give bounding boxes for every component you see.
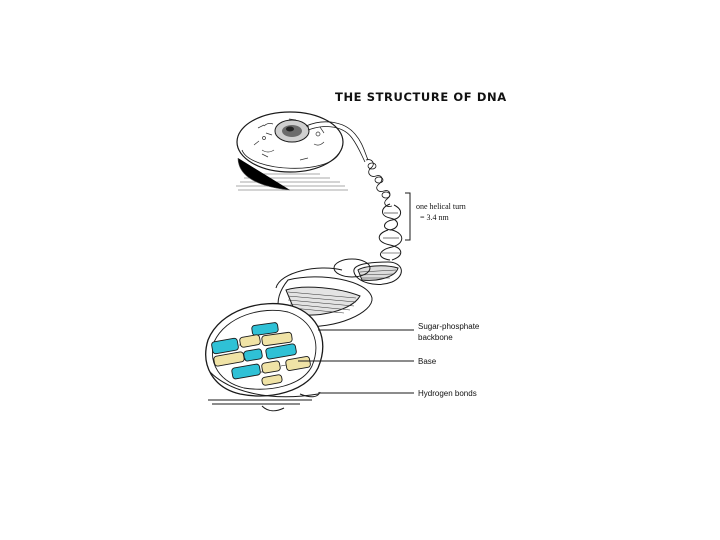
base-cream-6 (261, 374, 283, 386)
base-cream-2 (239, 334, 261, 348)
helical-turn-label-line2: = 3.4 nm (420, 213, 450, 222)
base-cyan-1 (251, 322, 279, 336)
ribbon-segment-upper (333, 258, 402, 285)
helical-turn-bracket (405, 192, 411, 241)
base-cyan-5 (231, 363, 261, 380)
dna-helix-turns (378, 203, 403, 261)
diagram-title: THE STRUCTURE OF DNA (335, 90, 507, 104)
leader-lines (298, 329, 414, 394)
chromatin-strand (305, 121, 393, 207)
base-pairs (211, 322, 311, 386)
hydrogen-bond-marks (239, 344, 287, 373)
cell-shadow (236, 157, 348, 191)
base-cream-4 (261, 360, 281, 374)
base-label: Base (418, 357, 437, 366)
base-cyan-4 (265, 343, 297, 360)
base-cyan-2 (211, 337, 239, 355)
base-cyan-3 (243, 348, 263, 362)
cell-organelles (253, 118, 325, 161)
backbone-label-line1: Sugar-phosphate (418, 322, 480, 331)
base-cream-1 (261, 331, 293, 347)
cell-illustration (236, 111, 348, 191)
hydrogen-bonds-label: Hydrogen bonds (418, 389, 477, 398)
backbone-label-line2: backbone (418, 333, 453, 342)
dna-cross-section (205, 302, 324, 412)
helical-turn-label-line1: one helical turn (416, 202, 466, 211)
